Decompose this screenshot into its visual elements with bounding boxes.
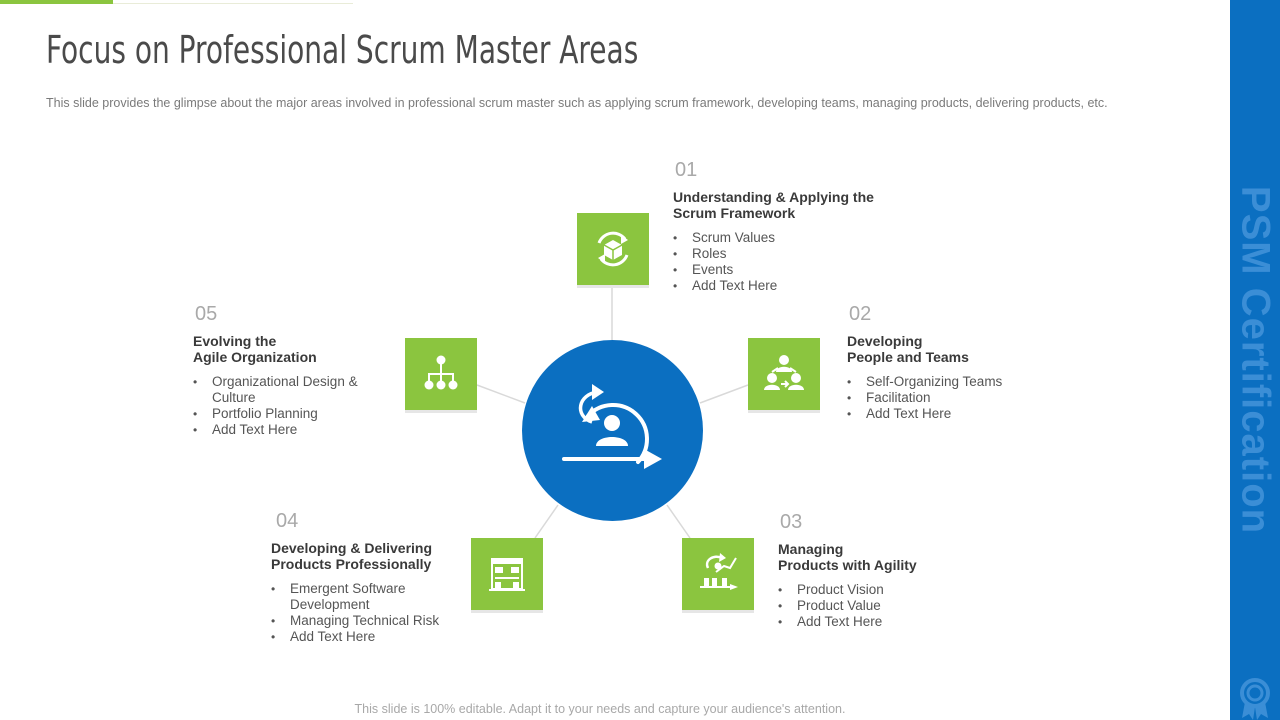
area-number: 01 bbox=[675, 159, 698, 181]
area-bullets: Emergent Software Development Managing T… bbox=[271, 581, 439, 645]
connector-lines bbox=[476, 287, 749, 539]
area-04: 04 Developing & Delivering Products Prof… bbox=[271, 511, 439, 645]
list-item: Managing Technical Risk bbox=[271, 613, 439, 629]
top-accent-line bbox=[113, 3, 353, 4]
area-number: 02 bbox=[849, 303, 872, 325]
area-bullets: Scrum Values Roles Events Add Text Here bbox=[673, 230, 874, 294]
list-item: Emergent Software bbox=[271, 581, 439, 597]
list-item: Add Text Here bbox=[778, 614, 917, 630]
area-03: 03 Managing Products with Agility Produc… bbox=[778, 512, 917, 630]
area-heading: Managing Products with Agility bbox=[778, 541, 917, 573]
footer-note: This slide is 100% editable. Adapt it to… bbox=[354, 702, 846, 716]
connector-04 bbox=[534, 504, 559, 539]
area-01: 01 Understanding & Applying the Scrum Fr… bbox=[673, 160, 874, 294]
list-item: Organizational Design & bbox=[193, 374, 358, 390]
scrum-cycle-person-icon bbox=[562, 384, 662, 469]
area-05-tile bbox=[405, 338, 477, 413]
list-item: Facilitation bbox=[847, 390, 1002, 406]
top-accent-bar bbox=[0, 0, 113, 4]
org-chart-icon bbox=[424, 355, 458, 390]
list-item: Roles bbox=[673, 246, 874, 262]
list-item: Scrum Values bbox=[673, 230, 874, 246]
list-item-continuation: Culture bbox=[212, 390, 256, 405]
connector-03 bbox=[666, 504, 691, 539]
list-item-continuation: Development bbox=[290, 597, 370, 612]
page-title: Focus on Professional Scrum Master Areas bbox=[46, 28, 639, 72]
list-item: Add Text Here bbox=[673, 278, 874, 294]
list-item: Events bbox=[673, 262, 874, 278]
cube-cycle-icon bbox=[597, 231, 629, 267]
award-badge-icon bbox=[1240, 678, 1270, 720]
presenter-growth-icon bbox=[700, 553, 738, 590]
list-item: Product Vision bbox=[778, 582, 917, 598]
area-01-tile bbox=[577, 213, 649, 288]
area-bullets: Product Vision Product Value Add Text He… bbox=[778, 582, 917, 630]
hub-circle bbox=[522, 340, 703, 521]
list-item: Product Value bbox=[778, 598, 917, 614]
area-05: 05 Evolving the Agile Organization Organ… bbox=[193, 304, 358, 438]
team-network-icon bbox=[764, 355, 804, 390]
list-item: Portfolio Planning bbox=[193, 406, 358, 422]
area-number: 03 bbox=[780, 511, 803, 533]
area-02-tile bbox=[748, 338, 820, 413]
storefront-icon bbox=[489, 558, 525, 591]
area-heading: Developing People and Teams bbox=[847, 333, 969, 365]
connector-02 bbox=[699, 384, 749, 404]
list-item: Add Text Here bbox=[271, 629, 439, 645]
list-item: Add Text Here bbox=[847, 406, 1002, 422]
area-heading: Understanding & Applying the Scrum Frame… bbox=[673, 189, 874, 221]
area-02: 02 Developing People and Teams Self-Orga… bbox=[847, 304, 1002, 422]
area-heading: Evolving the Agile Organization bbox=[193, 333, 317, 365]
area-03-tile bbox=[682, 538, 754, 613]
area-04-tile bbox=[471, 538, 543, 613]
list-item: Self-Organizing Teams bbox=[847, 374, 1002, 390]
area-number: 05 bbox=[195, 303, 218, 325]
side-bar-label: PSM Certification bbox=[1233, 185, 1278, 535]
connector-05 bbox=[476, 384, 526, 404]
side-bar bbox=[1230, 0, 1280, 720]
area-heading: Developing & Delivering Products Profess… bbox=[271, 540, 433, 572]
area-number: 04 bbox=[276, 510, 299, 532]
area-bullets: Self-Organizing Teams Facilitation Add T… bbox=[847, 374, 1002, 422]
page-subtitle: This slide provides the glimpse about th… bbox=[46, 96, 1108, 110]
list-item: Add Text Here bbox=[193, 422, 358, 438]
area-bullets: Organizational Design & Culture Portfoli… bbox=[193, 374, 358, 438]
